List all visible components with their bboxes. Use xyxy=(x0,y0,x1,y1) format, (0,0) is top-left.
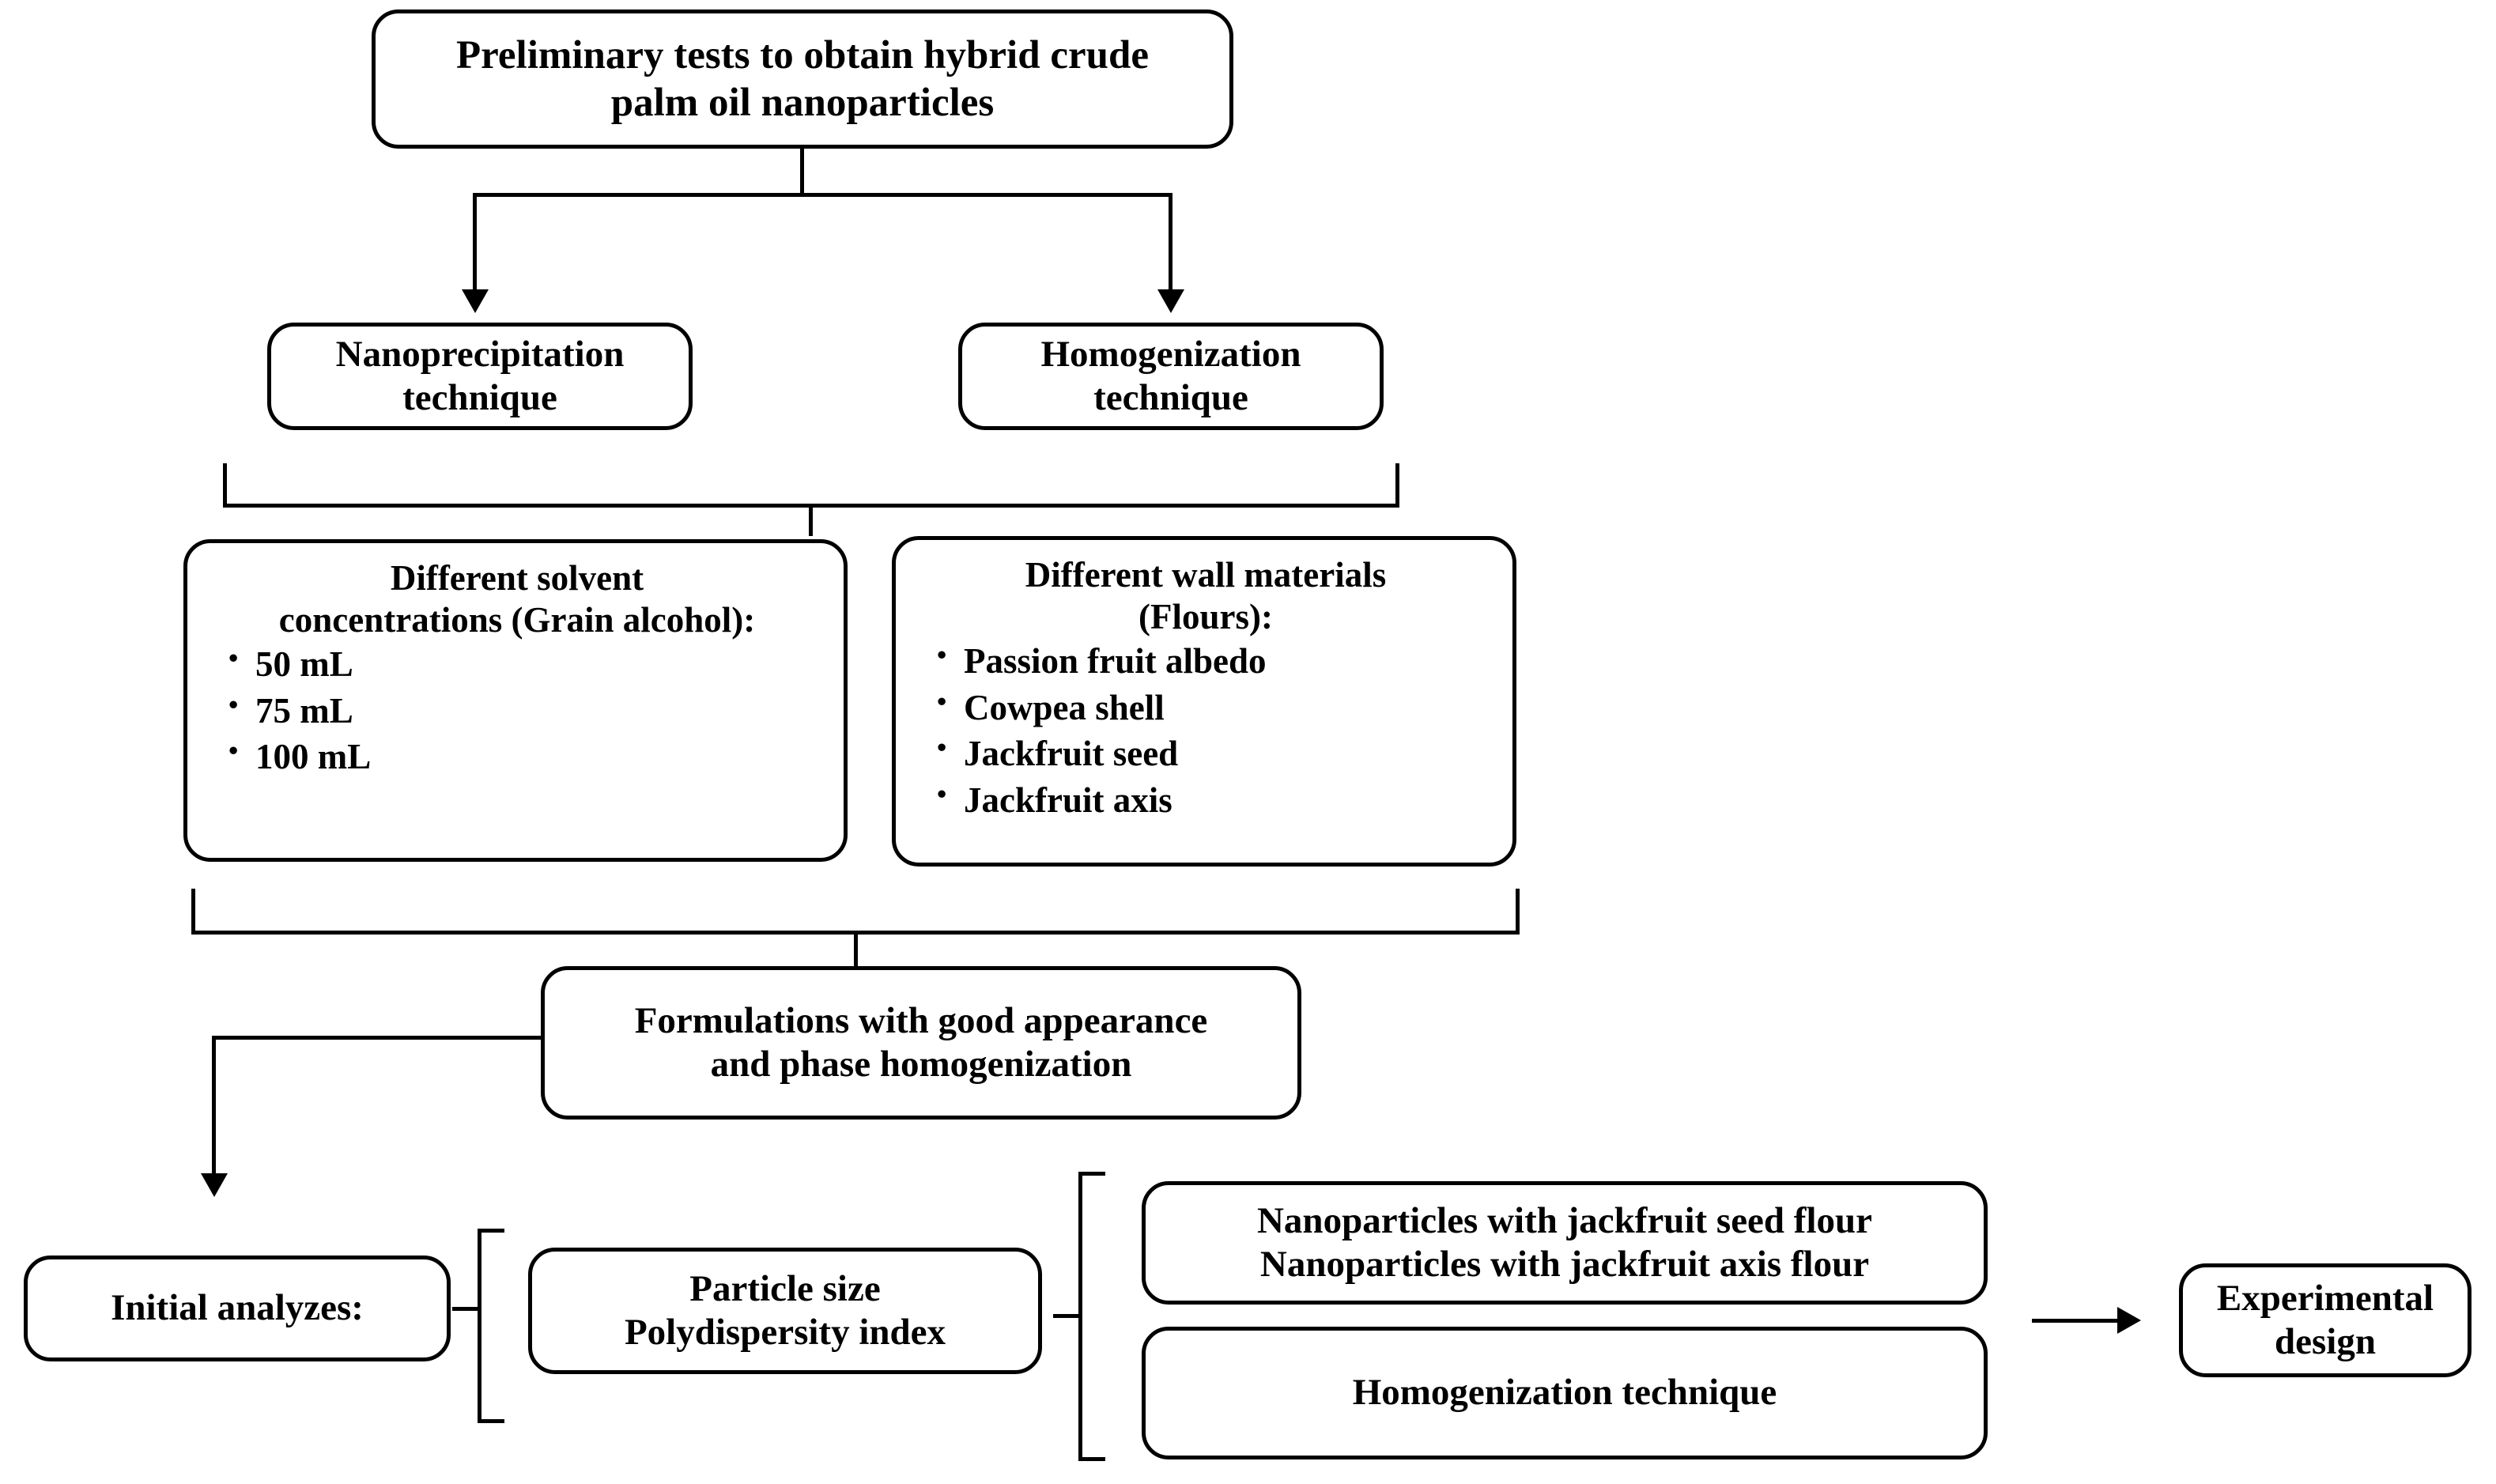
node-selected-nanoparticles-line2: Nanoparticles with jackfruit axis flour xyxy=(1259,1244,1870,1285)
node-solvent-concentrations-heading: Different solvent concentrations (Grain … xyxy=(208,557,826,641)
connector-stem-top xyxy=(800,149,804,196)
connector-tick-selection-group xyxy=(1053,1314,1078,1318)
connector-elbow-vertical xyxy=(212,1036,216,1178)
node-homogenization-line2: technique xyxy=(1093,377,1248,418)
list-item: 50 mL xyxy=(228,640,826,688)
list-item: 75 mL xyxy=(228,687,826,734)
node-particle-metrics-line1: Particle size xyxy=(689,1267,881,1309)
arrowhead-to-experimental-design xyxy=(2117,1307,2141,1334)
list-item: Jackfruit axis xyxy=(937,776,1495,824)
node-nanoprecipitation-line1: Nanoprecipitation xyxy=(335,333,625,375)
arrowhead-to-nanoprecipitation xyxy=(462,289,489,313)
node-selected-nanoparticles[interactable]: Nanoparticles with jackfruit seed flour … xyxy=(1142,1181,1988,1305)
arrowhead-to-initial-analyzes xyxy=(201,1173,228,1197)
wall-materials-list: Passion fruit albedo Cowpea shell Jackfr… xyxy=(916,637,1495,824)
node-homogenization-technique[interactable]: Homogenization technique xyxy=(958,323,1384,430)
node-nanoprecipitation-technique[interactable]: Nanoprecipitation technique xyxy=(267,323,693,430)
node-particle-metrics-line2: Polydispersity index xyxy=(624,1312,946,1353)
node-wall-materials-heading: Different wall materials (Flours): xyxy=(916,554,1495,638)
bracket-initial-analyzes xyxy=(478,1229,504,1423)
list-item: Jackfruit seed xyxy=(937,730,1495,777)
node-homogenization-line1: Homogenization xyxy=(1040,333,1301,375)
node-formulations[interactable]: Formulations with good appearance and ph… xyxy=(541,966,1301,1120)
node-preliminary-tests-line2: palm oil nanoparticles xyxy=(610,81,995,125)
connector-to-experimental-design xyxy=(2032,1319,2119,1323)
node-homogenization-technique-final[interactable]: Homogenization technique xyxy=(1142,1327,1988,1459)
node-initial-analyzes-label: Initial analyzes: xyxy=(111,1287,364,1329)
connector-stem-techniques-down xyxy=(809,504,813,536)
node-formulations-line2: and phase homogenization xyxy=(710,1044,1132,1085)
connector-fork-right-leg xyxy=(1169,193,1172,294)
connector-elbow-horizontal xyxy=(212,1036,544,1040)
connector-tick-initial-analyzes xyxy=(452,1307,478,1311)
connector-fork-left-leg xyxy=(473,193,477,294)
node-formulations-line1: Formulations with good appearance xyxy=(634,999,1208,1041)
list-item: 100 mL xyxy=(228,733,826,780)
node-homogenization-technique-final-label: Homogenization technique xyxy=(1352,1372,1777,1414)
connector-staple-materials xyxy=(191,889,1520,935)
list-item: Passion fruit albedo xyxy=(937,637,1495,685)
node-nanoprecipitation-line2: technique xyxy=(402,377,557,418)
connector-staple-techniques xyxy=(223,463,1399,508)
node-solvent-concentrations[interactable]: Different solvent concentrations (Grain … xyxy=(183,539,848,862)
node-selected-nanoparticles-line1: Nanoparticles with jackfruit seed flour xyxy=(1256,1199,1873,1241)
solvent-concentration-list: 50 mL 75 mL 100 mL xyxy=(208,640,826,780)
bracket-selection-group xyxy=(1078,1172,1105,1461)
connector-fork-bar-top xyxy=(473,193,1172,197)
node-experimental-design-line2: design xyxy=(2275,1321,2376,1362)
wall-materials-heading-line2: (Flours): xyxy=(1138,597,1273,637)
solvent-heading-line1: Different solvent xyxy=(390,558,644,598)
arrowhead-to-homogenization xyxy=(1157,289,1184,313)
wall-materials-heading-line1: Different wall materials xyxy=(1025,555,1387,595)
node-particle-metrics[interactable]: Particle size Polydispersity index xyxy=(528,1248,1042,1374)
node-preliminary-tests[interactable]: Preliminary tests to obtain hybrid crude… xyxy=(372,9,1233,149)
solvent-heading-line2: concentrations (Grain alcohol): xyxy=(278,600,756,640)
node-preliminary-tests-line1: Preliminary tests to obtain hybrid crude xyxy=(456,32,1149,77)
connector-stem-materials-down xyxy=(854,933,858,966)
node-experimental-design[interactable]: Experimental design xyxy=(2179,1263,2471,1377)
list-item: Cowpea shell xyxy=(937,684,1495,731)
node-experimental-design-line1: Experimental xyxy=(2216,1277,2434,1319)
node-wall-materials[interactable]: Different wall materials (Flours): Passi… xyxy=(892,536,1516,867)
node-initial-analyzes[interactable]: Initial analyzes: xyxy=(24,1256,451,1361)
